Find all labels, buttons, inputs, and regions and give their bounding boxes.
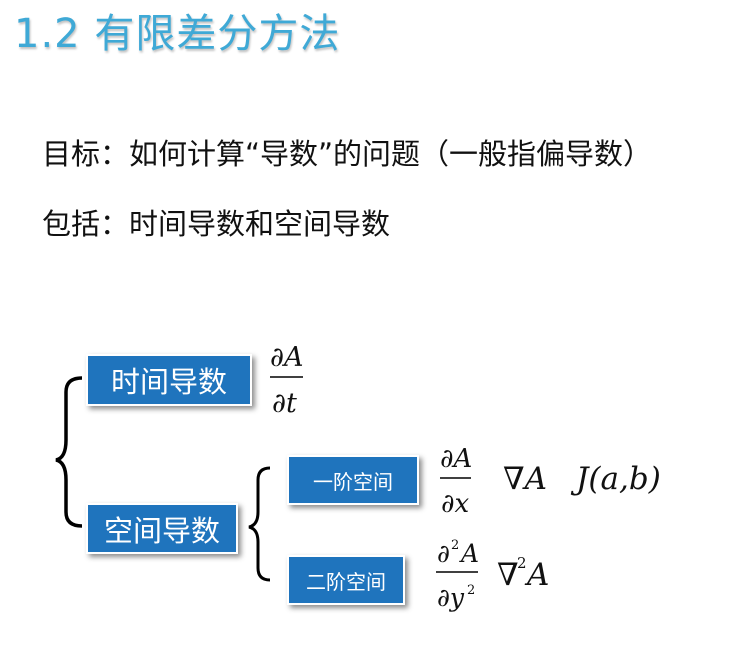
left-brace: [55, 376, 83, 528]
second-numerator-exp: 2: [451, 538, 459, 553]
laplacian-var: A: [524, 557, 549, 593]
goal-text: 目标：如何计算“导数”的问题（一般指偏导数）: [42, 137, 653, 171]
second-numerator-d: ∂: [437, 539, 450, 568]
second-order-space-box: 二阶空间: [287, 555, 405, 605]
laplacian-nabla: ∇: [497, 557, 519, 593]
slide-title: 1.2 有限差分方法: [14, 11, 341, 57]
right-brace: [248, 466, 271, 582]
include-text: 包括：时间导数和空间导数: [42, 207, 391, 241]
time-denominator: ∂t: [272, 388, 297, 419]
second-denominator: ∂y: [437, 583, 465, 612]
second-numerator-var: A: [459, 539, 479, 568]
first-order-space-box: 一阶空间: [287, 455, 419, 505]
space-derivative-box: 空间导数: [86, 503, 238, 554]
second-denominator-exp: 2: [467, 583, 475, 598]
jacobian-formula: J(a,b): [570, 461, 661, 497]
laplacian-exp: 2: [517, 554, 527, 572]
time-derivative-box: 时间导数: [86, 354, 252, 406]
first-denominator: ∂x: [441, 489, 469, 519]
gradient-formula: ∇A: [503, 461, 547, 497]
time-numerator: ∂A: [270, 342, 303, 373]
first-numerator: ∂A: [440, 444, 472, 474]
